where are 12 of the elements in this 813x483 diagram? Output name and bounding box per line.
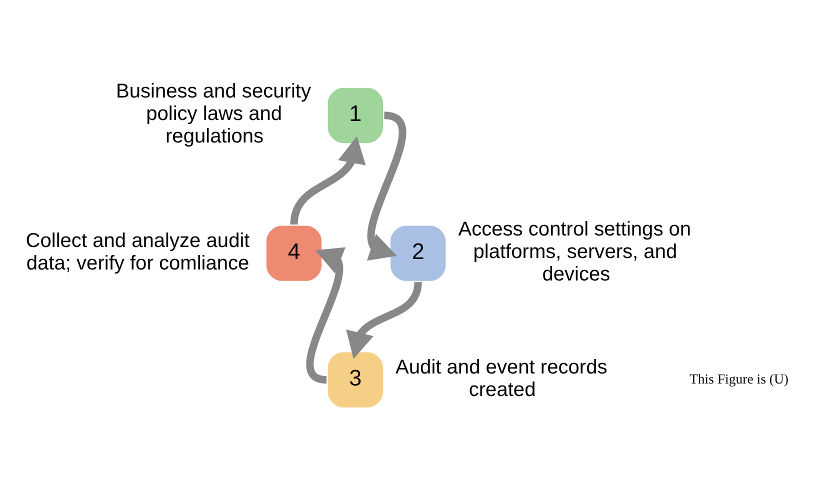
node-box: 2	[390, 225, 446, 280]
arrow	[306, 246, 346, 384]
arrow	[366, 111, 406, 260]
node-box: 1	[328, 87, 383, 142]
node-label: Business and security policy laws and regulations	[116, 80, 311, 148]
node-box: 4	[266, 225, 322, 280]
node-label: Audit and event records created	[396, 356, 608, 400]
node-label: Collect and analyze audit data; verify for comliance	[26, 229, 250, 274]
node-box: 3	[328, 352, 383, 407]
arrow	[290, 136, 366, 224]
label: This Figure is (U)	[689, 370, 789, 386]
node-label: Access control settings on platforms, servers, and devices	[458, 218, 692, 286]
